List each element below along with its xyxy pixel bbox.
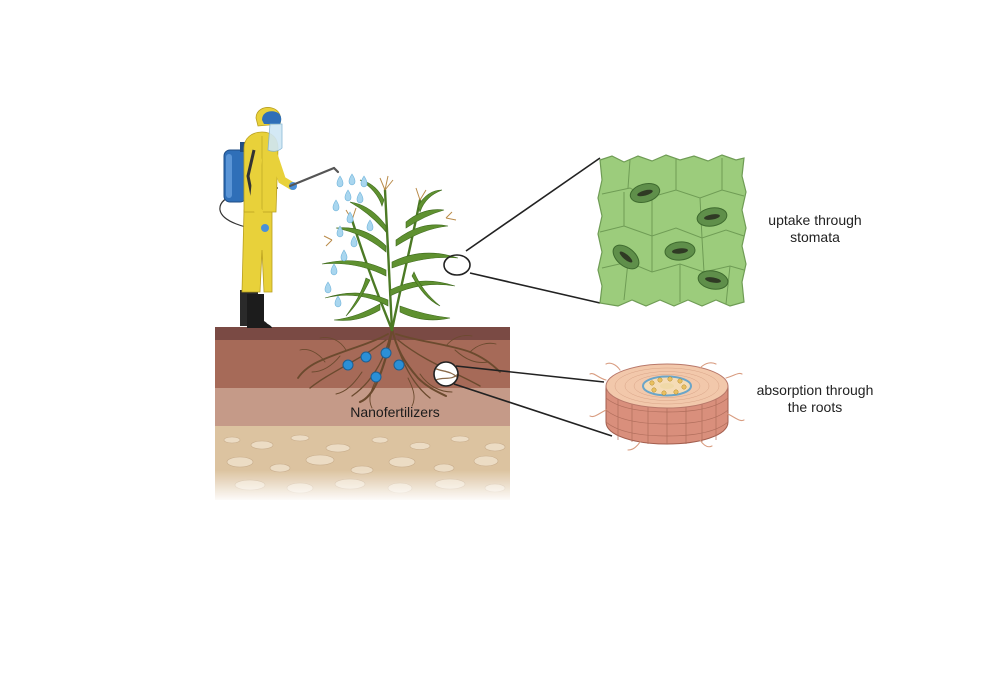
root-callout-lines: [453, 365, 613, 437]
roots-label-line1: absorption through: [756, 382, 874, 398]
stomata: [612, 182, 729, 290]
nanoparticles: [342, 347, 405, 383]
spray-droplets: [324, 173, 374, 308]
plant-icon: [321, 175, 459, 332]
stomata-uptake-label: uptake through stomata: [745, 212, 885, 246]
nanofertilizers-label: Nanofertilizers: [350, 404, 440, 420]
root-cross-section-icon: [589, 362, 745, 451]
root-magnifier: [433, 361, 459, 387]
stomata-tissue-icon: [597, 154, 747, 307]
stomata-label-line2: stomata: [790, 229, 840, 245]
leaf-magnifier: [443, 157, 601, 304]
root-absorption-label: absorption through the roots: [740, 382, 890, 416]
roots-label-line2: the roots: [787, 399, 843, 415]
stomata-label-line1: uptake through: [768, 212, 862, 228]
farmer-sprayer-icon: [219, 107, 340, 328]
soil-block: [213, 327, 513, 502]
